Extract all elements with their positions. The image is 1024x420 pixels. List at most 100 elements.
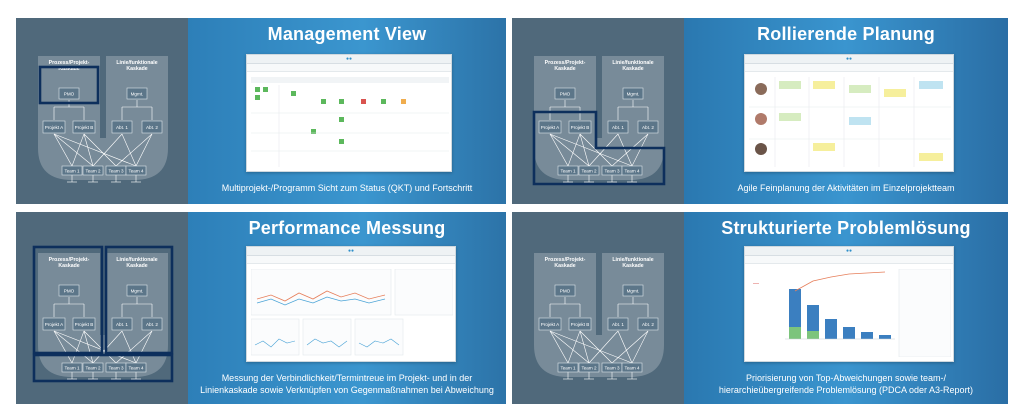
projekt-a-box-label: Projekt A: [45, 322, 64, 327]
panel-strukturierte-problemloesung: Prozess/Projekt-Kaskade Linie/funktionale…: [512, 212, 1008, 404]
mgmt-box: [622, 284, 644, 297]
cascade-diagram: Prozess/Projekt-Kaskade Linie/funktionale…: [532, 56, 666, 186]
abt-2-box: [141, 317, 163, 331]
pareto-chart-preview: —: [753, 269, 951, 357]
projekt-a-box-label: Projekt A: [45, 125, 64, 130]
app-logo: ●●: [347, 248, 355, 254]
team-3-box-label: Team 3: [108, 365, 124, 370]
panel-management-view: Prozess/Projekt-Kaskade Linie/funktionale…: [16, 18, 506, 204]
projekt-b-box: [72, 317, 96, 331]
team-2-box-label: Team 2: [85, 365, 101, 370]
team-4-box: [621, 362, 643, 373]
projekt-b-box: [72, 120, 96, 134]
app-screenshot: ●●: [246, 246, 456, 362]
app-header: ●●: [247, 247, 455, 256]
app-toolbar: [247, 256, 455, 264]
pmo-box-label: PMO: [560, 91, 571, 96]
left-cascade-header: Prozess/Projekt-Kaskade: [545, 257, 586, 269]
app-logo: ●●: [845, 56, 853, 62]
team-3-box-label: Team 3: [604, 365, 620, 370]
panel-caption: Multiprojekt-/Programm Sicht zum Status …: [221, 183, 473, 193]
abt-2-box: [637, 120, 659, 134]
mgmt-box-label: Mgmt.: [627, 91, 640, 96]
app-toolbar: [745, 64, 953, 72]
mgmt-box: [126, 87, 148, 100]
projekt-b-box-label: Projekt B: [75, 125, 94, 130]
highlight-frame: [32, 353, 174, 383]
team-1-box: [557, 362, 579, 373]
left-cascade-header: Prozess/Projekt-Kaskade: [545, 60, 586, 72]
cascade-shape: [534, 253, 664, 377]
app-logo: ●●: [345, 56, 353, 62]
team-4-box: [125, 362, 147, 373]
abt-2-box: [141, 120, 163, 134]
highlight-frame: [32, 245, 104, 355]
mgmt-box-label: Mgmt.: [627, 288, 640, 293]
cascade-diagram-area: Prozess/Projekt-Kaskade Linie/funktionale…: [512, 212, 684, 404]
pmo-box: [554, 284, 576, 297]
team-2-box: [578, 362, 600, 373]
app-screenshot: ●● —: [744, 246, 954, 362]
panel-caption: Messung der Verbindlichkeit/Termintreue …: [200, 373, 494, 395]
highlight-frame: [38, 65, 100, 105]
svg-text:—: —: [753, 281, 759, 287]
team-4-box-label: Team 4: [128, 168, 144, 173]
pmo-box-label: PMO: [64, 91, 75, 96]
app-toolbar: [247, 64, 451, 72]
pmo-box: [58, 284, 80, 297]
team-2-box: [82, 362, 104, 373]
team-4-box: [125, 165, 147, 176]
projekt-b-box-label: Projekt B: [571, 322, 590, 327]
performance-chart-preview: [251, 269, 453, 356]
panel-title: Strukturierte Problemlösung: [721, 218, 971, 238]
abt-2-box-label: Abt. 2: [146, 125, 158, 130]
projekt-b-box-label: Projekt B: [75, 322, 94, 327]
team-1-box-label: Team 1: [560, 365, 576, 370]
app-header: ●●: [745, 55, 953, 64]
projekt-a-box: [42, 120, 66, 134]
app-logo: ●●: [845, 248, 853, 254]
abt-2-box-label: Abt. 2: [642, 322, 654, 327]
cascade-shape: [534, 56, 664, 180]
cascade-shape: [38, 56, 168, 180]
left-cascade-header: Prozess/Projekt-Kaskade: [49, 257, 90, 269]
abt-1-box-label: Abt. 1: [612, 322, 624, 327]
panel-caption: Agile Feinplanung der Aktivitäten im Ein…: [737, 183, 955, 193]
highlight-frame: [104, 245, 174, 355]
app-screenshot: ●●: [744, 54, 954, 172]
cascade-diagram-area: Prozess/Projekt-Kaskade Linie/funktionale…: [512, 18, 684, 204]
panel-title: Management View: [267, 24, 427, 44]
abt-2-box-label: Abt. 2: [146, 322, 158, 327]
team-1-box-label: Team 1: [64, 168, 80, 173]
projekt-a-box: [538, 120, 562, 134]
projekt-a-box-label: Projekt A: [541, 322, 560, 327]
projekt-b-box: [568, 120, 592, 134]
projekt-b-box: [568, 317, 592, 331]
panel-title: Rollierende Planung: [757, 24, 935, 44]
panel-content: Strukturierte Problemlösung ●● — Prioris…: [684, 212, 1008, 404]
projekt-b-box-label: Projekt B: [571, 125, 590, 130]
team-2-box: [82, 165, 104, 176]
left-cascade-header: Prozess/Projekt-Kaskade: [49, 60, 90, 72]
projekt-a-box-label: Projekt A: [541, 125, 560, 130]
app-header: ●●: [745, 247, 953, 256]
panel-rollierende-planung: Prozess/Projekt-Kaskade Linie/funktionale…: [512, 18, 1008, 204]
panel-content: Rollierende Planung ●● Agile Feinplanung…: [684, 18, 1008, 204]
mgmt-box: [622, 87, 644, 100]
abt-1-box-label: Abt. 1: [612, 125, 624, 130]
cascade-diagram: Prozess/Projekt-Kaskade Linie/funktionale…: [38, 56, 168, 183]
cascade-diagram: Prozess/Projekt-KaskadeLinie/funktionale…: [32, 245, 174, 383]
team-4-box-label: Team 4: [624, 168, 640, 173]
cascade-diagram-area: Prozess/Projekt-Kaskade Linie/funktionale…: [16, 18, 188, 204]
team-1-box: [61, 165, 83, 176]
team-1-box: [61, 362, 83, 373]
cascade-diagram: Prozess/Projekt-Kaskade Linie/funktionale…: [534, 253, 664, 380]
team-4-box-label: Team 4: [624, 365, 640, 370]
team-1-box-label: Team 1: [560, 168, 576, 173]
panel-content: Performance Messung ●● Messung der Verbi…: [188, 212, 506, 404]
